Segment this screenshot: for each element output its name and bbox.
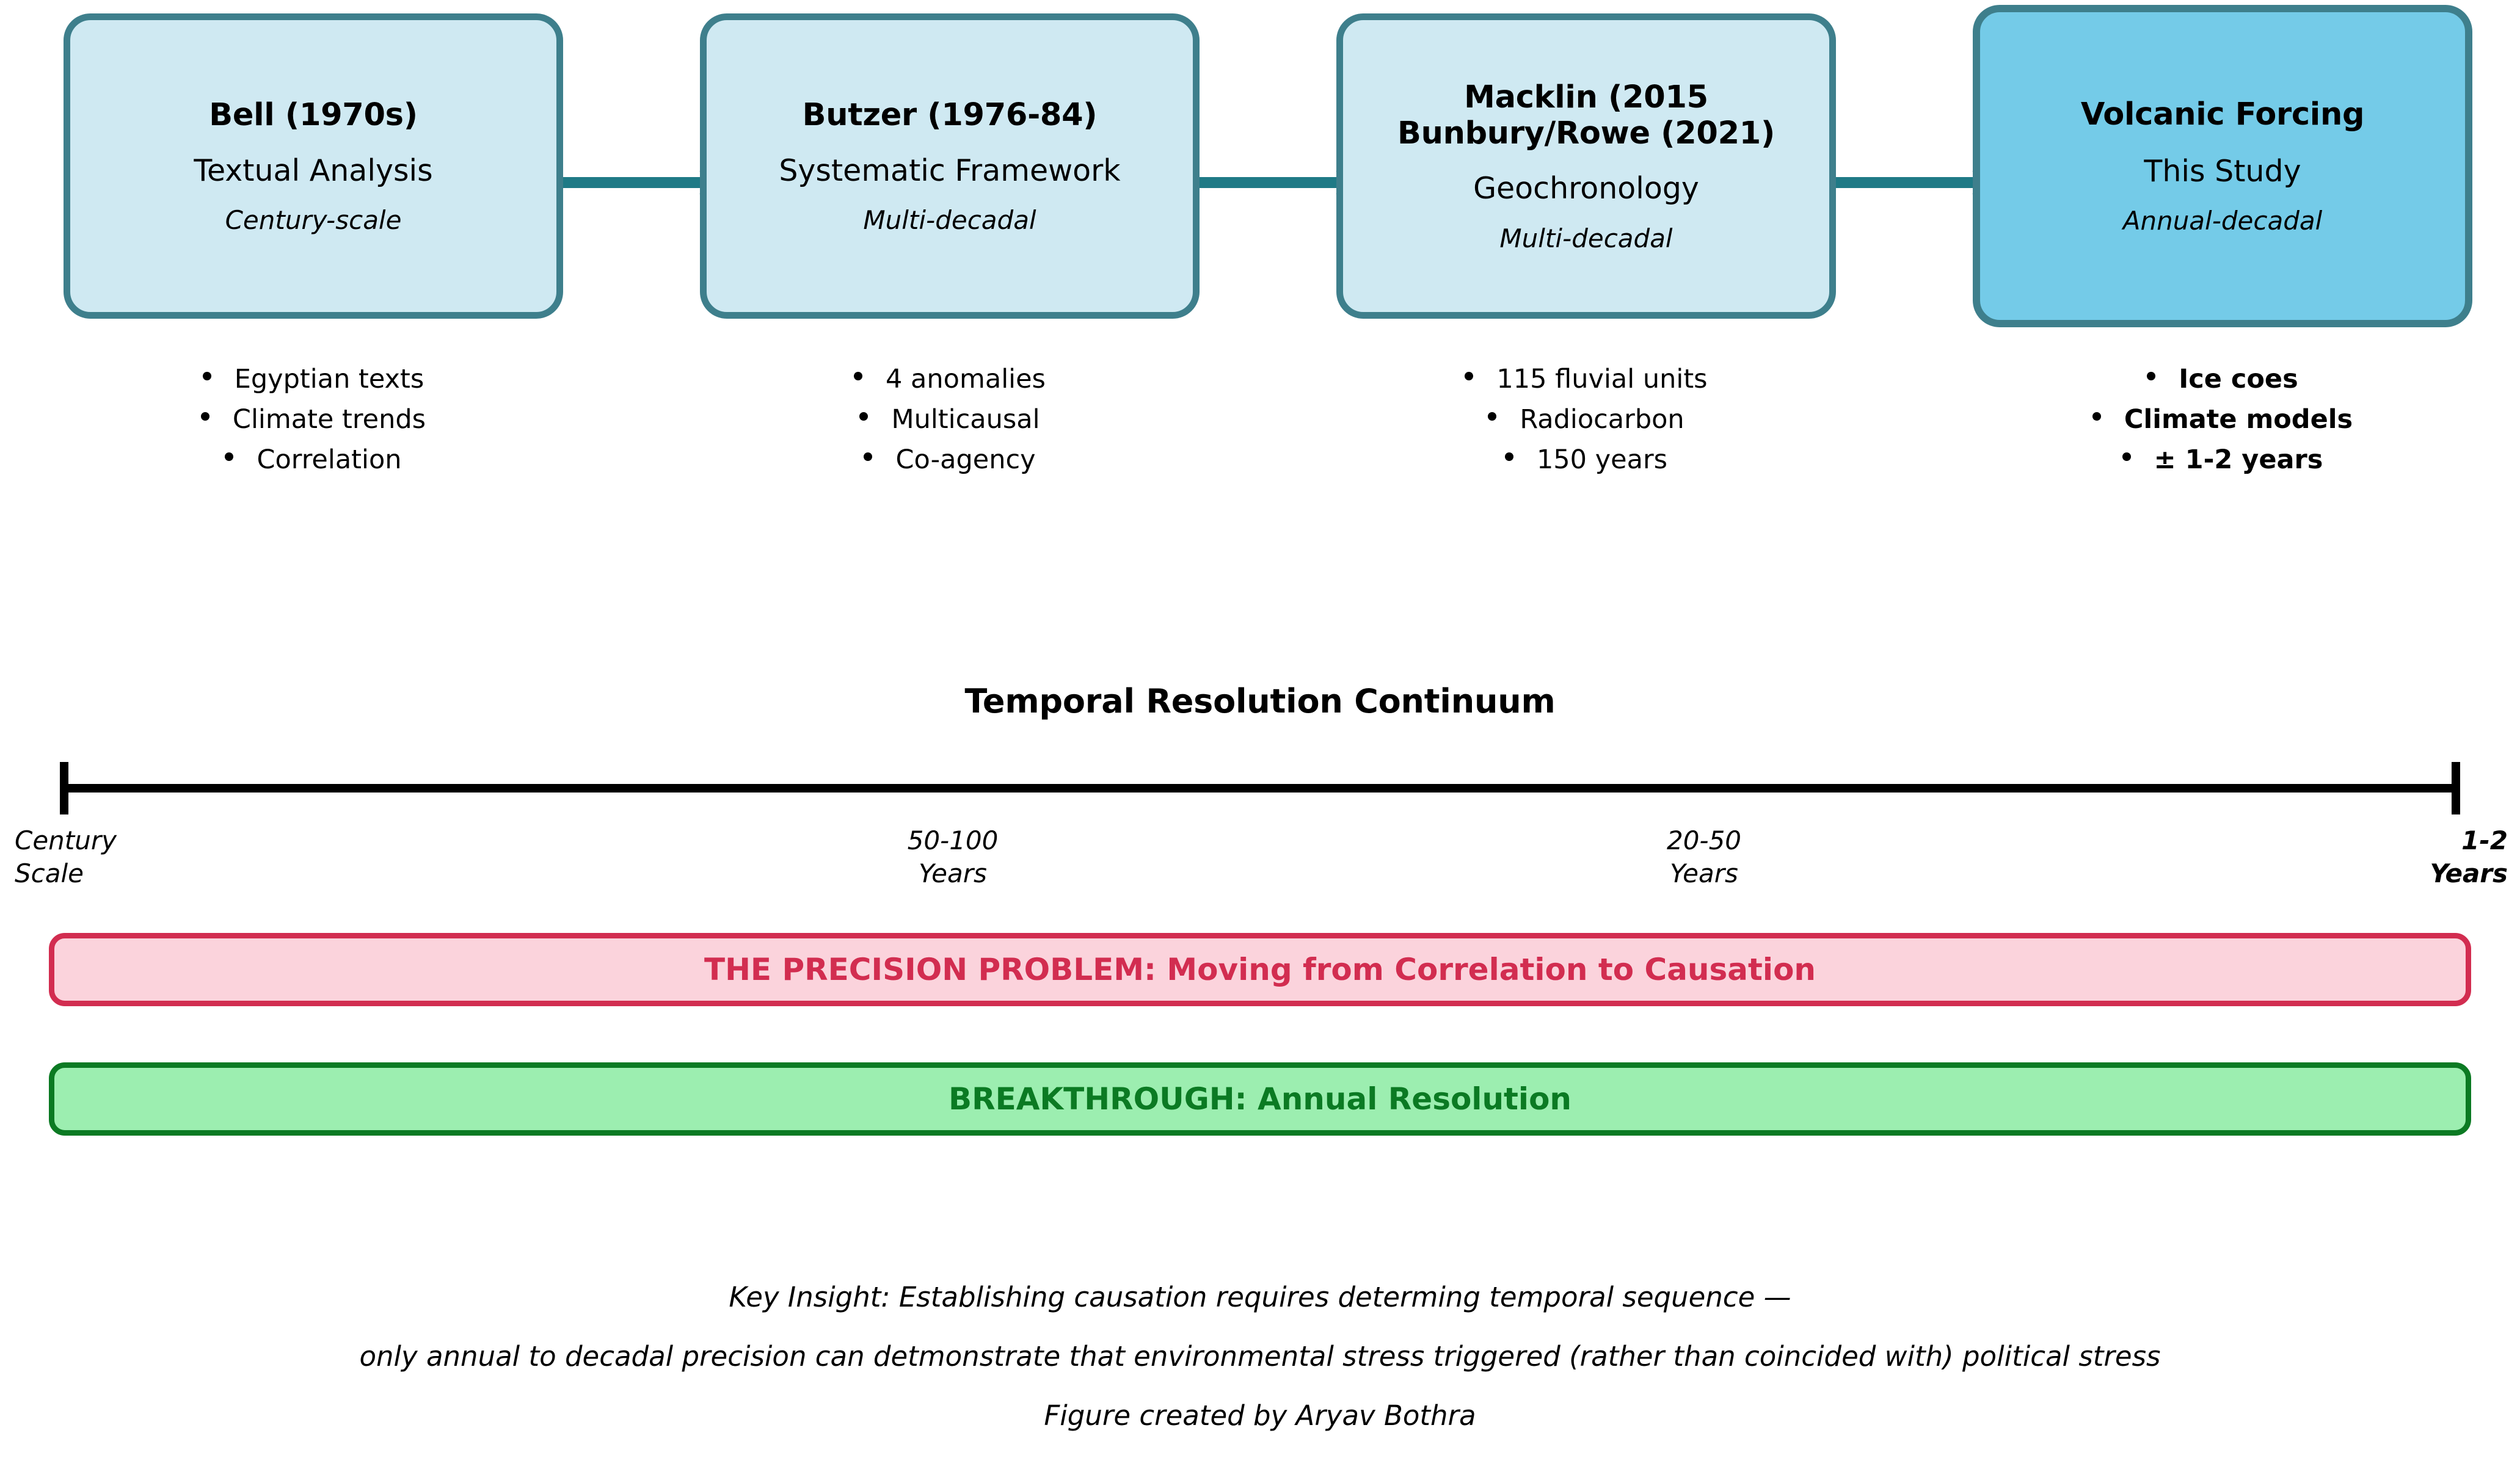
flow-box-method: Geochronology <box>1473 171 1699 206</box>
continuum-label-line2: Years <box>1670 858 1738 888</box>
bullet-dot-icon <box>1504 452 1513 461</box>
flow-box-bell[interactable]: Bell (1970s) Textual Analysis Century-sc… <box>64 13 563 319</box>
bullet-column-butzer: 4 anomalies Multicausal Co-agency <box>700 366 1200 487</box>
bullet-label: Climate trends <box>232 404 426 435</box>
bullet-label: 150 years <box>1536 444 1668 475</box>
continuum-label-line2: Years <box>919 858 987 888</box>
continuum-label-line1: 20-50 <box>1666 825 1742 855</box>
continuum-axis-line <box>60 784 2460 793</box>
bullet-label: Climate models <box>2124 404 2353 435</box>
flow-box-scale: Multi-decadal <box>1499 223 1673 253</box>
bullet-dot-icon <box>1465 372 1474 380</box>
bullet-column-macklin: 115 fluvial units Radiocarbon 150 years <box>1336 366 1836 487</box>
bullet-label: Co-agency <box>895 444 1036 475</box>
flow-box-title-line2: Bunbury/Rowe (2021) <box>1397 115 1775 151</box>
flow-bullets-row: Egyptian texts Climate trends Correlatio… <box>0 366 2520 501</box>
continuum-label-line2: Years <box>2430 858 2508 888</box>
continuum-label-line1: 50-100 <box>907 825 999 855</box>
bullet-label: 4 anomalies <box>886 364 1046 394</box>
continuum-label-1-2-years: 1-2 Years <box>2138 824 2508 890</box>
list-item: 150 years <box>1504 444 1668 487</box>
continuum-label-line1: Century <box>15 825 117 855</box>
flow-connector-2 <box>1162 177 1351 188</box>
bullet-dot-icon <box>2092 412 2101 421</box>
continuum-axis-tick-left <box>60 762 68 814</box>
bullet-label: Egyptian texts <box>234 364 424 394</box>
figure-footer: Key Insight: Establishing causation requ… <box>0 1283 2520 1429</box>
list-item: Egyptian texts <box>202 364 424 407</box>
bullet-dot-icon <box>2147 372 2156 380</box>
bullet-label: ± 1-2 years <box>2154 444 2323 475</box>
bullet-dot-icon <box>859 412 869 421</box>
bullet-label: Ice coes <box>2179 364 2298 394</box>
flow-box-title: Volcanic Forcing <box>2080 96 2365 133</box>
flow-box-scale: Multi-decadal <box>863 205 1036 236</box>
list-item: Co-agency <box>864 444 1036 487</box>
flow-box-method: Systematic Framework <box>779 153 1121 188</box>
footer-key-insight-line2: only annual to decadal precision can det… <box>359 1340 2161 1373</box>
bullet-dot-icon <box>225 452 234 461</box>
continuum-axis-tick-right <box>2452 762 2460 814</box>
continuum-label-line2: Scale <box>15 858 84 888</box>
flow-connector-3 <box>1798 177 1987 188</box>
flow-box-title: Bell (1970s) <box>209 97 418 134</box>
bullet-dot-icon <box>200 412 209 421</box>
flow-box-volcanic-forcing[interactable]: Volcanic Forcing This Study Annual-decad… <box>1973 5 2472 327</box>
breakthrough-banner[interactable]: BREAKTHROUGH: Annual Resolution <box>49 1062 2471 1136</box>
flow-connector-1 <box>525 177 715 188</box>
flow-box-title: Macklin (2015 Bunbury/Rowe (2021) <box>1397 79 1775 151</box>
list-item: Climate models <box>2092 407 2353 447</box>
bullet-dot-icon <box>854 372 863 380</box>
continuum-label-50-100-years: 50-100 Years <box>733 824 1173 890</box>
list-item: Correlation <box>225 444 402 487</box>
flow-box-title-line1: Macklin (2015 <box>1464 79 1708 115</box>
bullet-column-bell: Egyptian texts Climate trends Correlatio… <box>64 366 563 487</box>
continuum-label-century-scale: Century Scale <box>15 824 117 890</box>
bullet-column-volcanic-forcing: Ice coes Climate models ± 1-2 years <box>1973 366 2472 487</box>
bullet-dot-icon <box>202 372 211 380</box>
bullet-label: Radiocarbon <box>1520 404 1684 435</box>
flow-box-scale: Annual-decadal <box>2122 206 2323 236</box>
continuum-label-20-50-years: 20-50 Years <box>1484 824 1924 890</box>
footer-key-insight-line1: Key Insight: Establishing causation requ… <box>729 1281 1791 1313</box>
flow-box-butzer[interactable]: Butzer (1976-84) Systematic Framework Mu… <box>700 13 1200 319</box>
bullet-label: 115 fluvial units <box>1496 364 1708 394</box>
footer-attribution: Figure created by Aryav Bothra <box>1044 1399 1476 1432</box>
bullet-label: Multicausal <box>891 404 1040 435</box>
list-item: Multicausal <box>859 407 1040 447</box>
bullet-dot-icon <box>864 452 873 461</box>
flow-box-method: Textual Analysis <box>194 153 433 188</box>
precision-problem-banner[interactable]: THE PRECISION PROBLEM: Moving from Corre… <box>49 933 2471 1006</box>
list-item: 4 anomalies <box>854 366 1046 407</box>
continuum-title: Temporal Resolution Continuum <box>964 682 1556 720</box>
flow-box-method: This Study <box>2144 153 2301 189</box>
list-item: Climate trends <box>200 404 426 447</box>
flow-box-macklin[interactable]: Macklin (2015 Bunbury/Rowe (2021) Geochr… <box>1336 13 1836 319</box>
list-item: Ice coes <box>2147 366 2298 407</box>
flow-box-scale: Century-scale <box>225 205 402 236</box>
continuum-label-line1: 1-2 <box>2461 825 2508 855</box>
bullet-dot-icon <box>1488 412 1497 421</box>
bullet-dot-icon <box>2122 452 2131 461</box>
list-item: 115 fluvial units <box>1465 364 1708 407</box>
list-item: Radiocarbon <box>1488 407 1684 447</box>
flow-box-title: Butzer (1976-84) <box>802 97 1098 134</box>
bullet-label: Correlation <box>257 444 402 475</box>
methodology-flow-row: Bell (1970s) Textual Analysis Century-sc… <box>0 0 2520 342</box>
list-item: ± 1-2 years <box>2122 447 2323 487</box>
